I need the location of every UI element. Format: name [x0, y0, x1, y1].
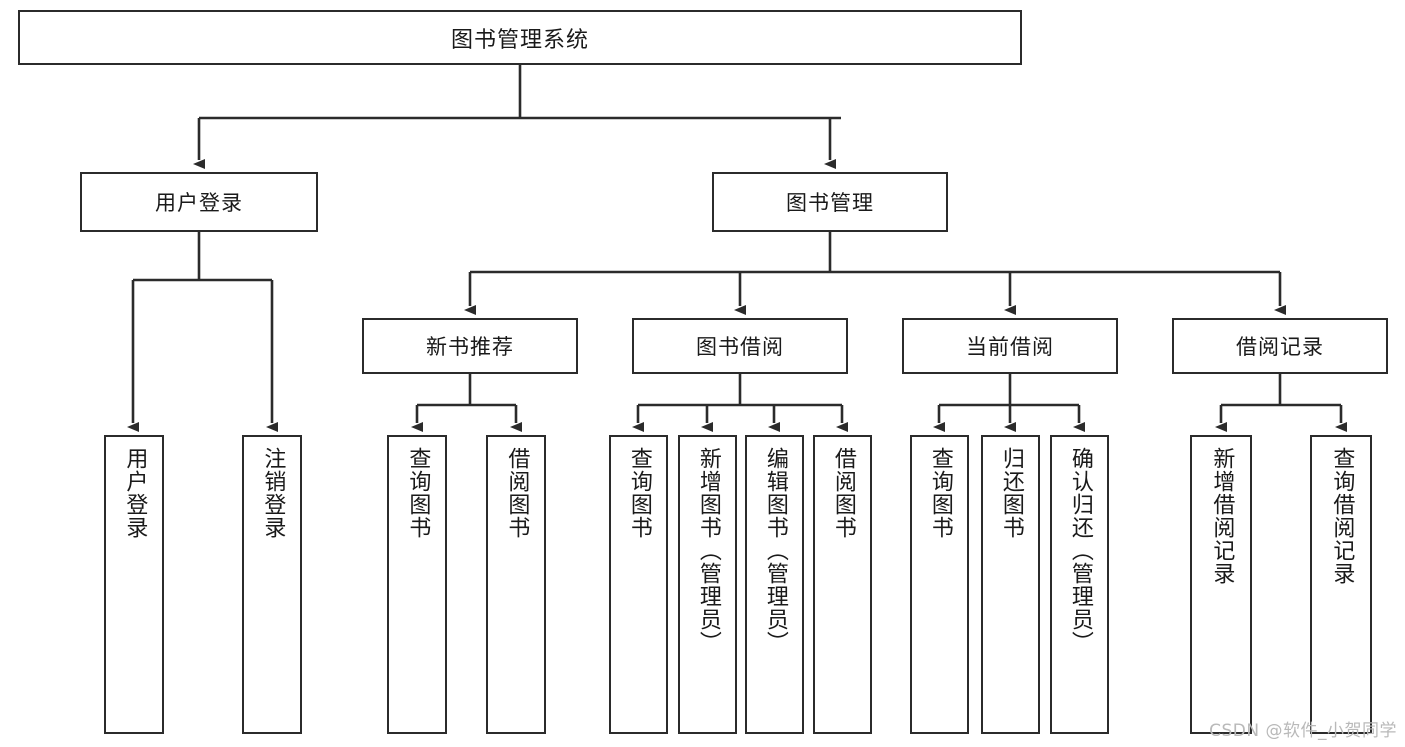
leaf-label: 借阅图书 — [504, 447, 530, 539]
leaf-label: 注销登录 — [260, 447, 286, 539]
node-book-management[interactable]: 图书管理 — [712, 172, 948, 232]
node-leaf-query-book-1[interactable]: 查询图书 — [387, 435, 447, 734]
leaf-label: 查询图书 — [927, 447, 953, 539]
node-leaf-borrow-book-1[interactable]: 借阅图书 — [486, 435, 546, 734]
node-leaf-logout[interactable]: 注销登录 — [242, 435, 302, 734]
node-leaf-query-book-3[interactable]: 查询图书 — [910, 435, 969, 734]
node-leaf-borrow-book-2[interactable]: 借阅图书 — [813, 435, 872, 734]
node-new-book-recommend[interactable]: 新书推荐 — [362, 318, 578, 374]
node-user-login[interactable]: 用户登录 — [80, 172, 318, 232]
leaf-label: 编辑图书（管理员） — [762, 447, 788, 654]
node-leaf-confirm-return[interactable]: 确认归还（管理员） — [1050, 435, 1109, 734]
leaf-label: 查询图书 — [626, 447, 652, 539]
leaf-label: 查询借阅记录 — [1329, 447, 1355, 585]
leaf-label: 确认归还（管理员） — [1067, 447, 1093, 654]
csdn-watermark: CSDN @软件_小贺同学 — [1209, 721, 1397, 741]
leaf-label: 归还图书 — [998, 447, 1024, 539]
node-book-borrow[interactable]: 图书借阅 — [632, 318, 848, 374]
node-leaf-add-book[interactable]: 新增图书（管理员） — [678, 435, 737, 734]
node-borrow-records[interactable]: 借阅记录 — [1172, 318, 1388, 374]
node-leaf-add-record[interactable]: 新增借阅记录 — [1190, 435, 1252, 734]
node-leaf-query-record[interactable]: 查询借阅记录 — [1310, 435, 1372, 734]
node-root-system[interactable]: 图书管理系统 — [18, 10, 1022, 65]
leaf-label: 借阅图书 — [830, 447, 856, 539]
node-leaf-return-book[interactable]: 归还图书 — [981, 435, 1040, 734]
node-leaf-user-login[interactable]: 用户登录 — [104, 435, 164, 734]
leaf-label: 查询图书 — [405, 447, 431, 539]
node-current-borrow[interactable]: 当前借阅 — [902, 318, 1118, 374]
node-leaf-query-book-2[interactable]: 查询图书 — [609, 435, 668, 734]
leaf-label: 新增借阅记录 — [1209, 447, 1235, 585]
leaf-label: 新增图书（管理员） — [695, 447, 721, 654]
leaf-label: 用户登录 — [122, 447, 148, 539]
node-leaf-edit-book[interactable]: 编辑图书（管理员） — [745, 435, 804, 734]
